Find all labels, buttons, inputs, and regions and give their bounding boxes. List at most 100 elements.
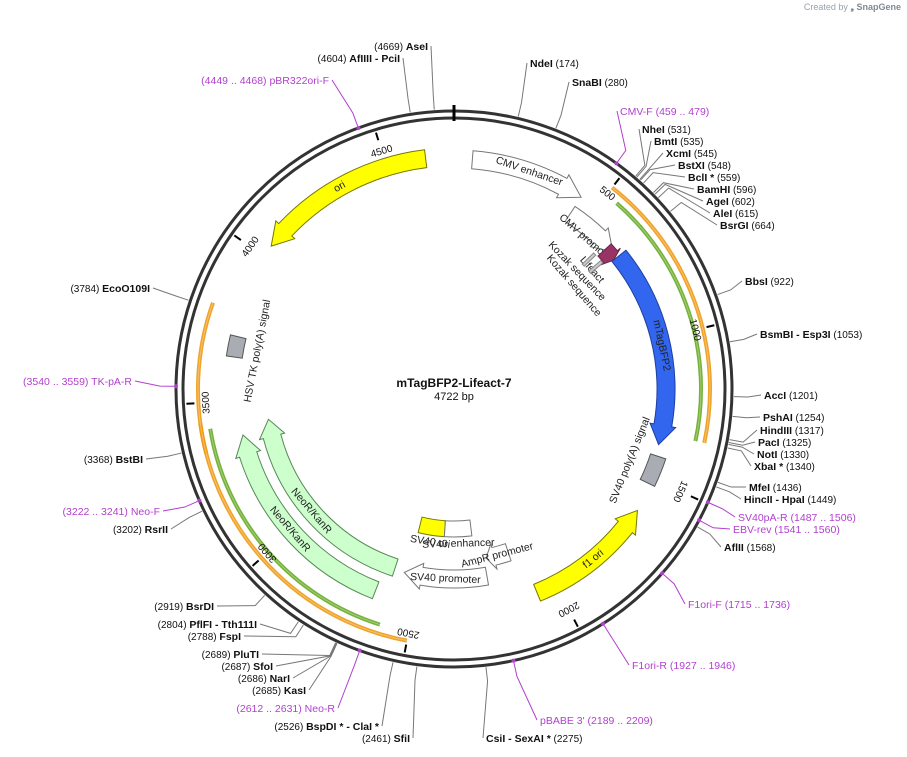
feature-cmv-promoter: [564, 205, 614, 253]
site-label-kasi: (2685) KasI: [252, 685, 306, 697]
tick-mark: [403, 644, 408, 653]
feature-sv40-poly-a-signal: [639, 453, 667, 488]
feature-sv40-ori: [417, 516, 446, 538]
primer-tick-f1ori-r: [600, 621, 605, 626]
feature-lifeact: [597, 243, 621, 266]
feature-sv40-promoter: [403, 562, 490, 591]
site-label-ndei: NdeI (174): [530, 58, 579, 70]
tick-mark: [573, 619, 579, 628]
feature-ori: [270, 149, 428, 247]
plasmid-name: mTagBFP2-Lifeact-7: [396, 376, 511, 390]
site-label-agei: AgeI (602): [706, 196, 755, 208]
site-label-rsrii: (3202) RsrII: [113, 524, 168, 536]
site-line-sfoi: [275, 642, 337, 667]
site-line-bmti: [636, 140, 652, 178]
tick-mark: [251, 559, 260, 567]
orf-bfp-green-hl: [616, 202, 702, 442]
tick-mark: [690, 495, 699, 501]
site-label-mfei: MfeI (1436): [749, 482, 802, 494]
feature-cmv-enhancer: [471, 150, 582, 199]
site-line-tk-pa-r: [134, 380, 175, 387]
site-line-csii: [482, 667, 489, 739]
site-label-f1ori-f: F1ori-F (1715 .. 1736): [688, 599, 790, 611]
site-line-acci: [733, 394, 762, 398]
site-label-pflfi: (2804) PflFI - Tth111I: [158, 619, 257, 631]
primer-tick-f1ori-f: [660, 571, 665, 576]
site-label-xcmi: XcmI (545): [666, 148, 717, 160]
orf-cmv-bfp: [610, 186, 712, 444]
site-label-pluti: (2689) PluTI: [202, 649, 259, 661]
site-line-bbsi: [717, 280, 743, 296]
site-label-bsrdi: (2919) BsrDI: [154, 601, 214, 613]
orf-neo-orange: [198, 423, 408, 643]
feature-label-hsv-tk-poly-a-signal: HSV TK poly(A) signal: [242, 299, 274, 404]
feature-neor-kanr: [258, 418, 399, 577]
credit-brand: SnapGene: [856, 2, 901, 12]
credit-prefix: Created by: [803, 2, 848, 12]
site-line-mfei: [717, 481, 747, 488]
site-label-tk-pa-r: (3540 .. 3559) TK-pA-R: [23, 376, 132, 388]
tick-mark: [375, 132, 380, 141]
primer-tick-ebv-rev: [697, 518, 702, 523]
site-line-ecoo109i: [152, 287, 189, 301]
site-label-bsmbi: BsmBI - Esp3I (1053): [760, 329, 862, 341]
site-line-aflii: [697, 526, 722, 548]
site-line-nari: [292, 643, 338, 679]
site-label-pshai: PshAI (1254): [763, 412, 824, 424]
site-label-hindiii: HindIII (1317): [760, 425, 824, 437]
primer-tick-sv40pa-r: [705, 500, 710, 505]
site-line-f1ori-f: [663, 574, 686, 605]
primer-tick-cmv-f: [614, 161, 619, 166]
feature-kozak-sequence-2: [587, 259, 604, 274]
site-line-bamhi: [653, 182, 695, 193]
site-label-pbr322ori-f: (4449 .. 4468) pBR322ori-F: [201, 75, 329, 87]
tick-label: 1500: [670, 479, 689, 504]
tick-label: 4000: [240, 234, 262, 259]
site-label-cmv-f: CMV-F (459 .. 479): [620, 106, 709, 118]
tick-mark: [706, 324, 715, 329]
primer-tick-tk-pa-r: [174, 384, 179, 389]
primer-tick-neo-f: [197, 498, 202, 503]
site-line-pbr322ori-f: [331, 79, 359, 127]
site-line-sfii: [412, 666, 418, 739]
snapgene-logo-icon: ❟: [850, 2, 854, 12]
site-line-paci: [728, 441, 756, 446]
primer-tick-pbr322ori-f: [356, 125, 361, 130]
site-line-fspi: [243, 624, 304, 638]
feature-ampr-promoter: [485, 541, 512, 571]
feature-kozak-sequence: [581, 252, 597, 267]
orf-tk: [196, 301, 215, 455]
site-line-bsrgi: [670, 201, 718, 226]
site-label-f1ori-r: F1ori-R (1927 .. 1946): [632, 660, 735, 672]
site-label-sfoi: (2687) SfoI: [221, 661, 273, 673]
site-label-pbabe-3: pBABE 3' (2189 .. 2209): [540, 715, 653, 727]
site-label-csii: CsiI - SexAI * (2275): [486, 733, 582, 745]
site-line-asei: [430, 45, 435, 110]
site-line-hindiii: [729, 429, 758, 443]
site-label-bstbi: (3368) BstBI: [84, 454, 143, 466]
feature-label-sv40-promoter: SV40 promoter: [410, 571, 482, 586]
site-label-hincii: HincII - HpaI (1449): [744, 494, 836, 506]
tick-label: 3500: [200, 391, 212, 414]
site-line-afiiii: [402, 57, 411, 113]
site-line-pshai: [732, 415, 761, 419]
site-line-pluti: [261, 642, 337, 656]
snapgene-credit: Created by ❟ SnapGene: [804, 2, 901, 13]
site-label-nhei: NheI (531): [642, 124, 691, 136]
site-line-bcli: [643, 172, 686, 184]
orf-cmv-bfp-hl: [611, 187, 711, 444]
site-line-neo-f: [162, 500, 198, 512]
tick-mark: [233, 234, 242, 241]
site-label-asei: (4669) AseI: [374, 41, 428, 53]
site-line-nhei: [635, 128, 646, 177]
site-line-bspdi: [381, 662, 394, 727]
site-label-snabi: SnaBI (280): [572, 77, 628, 89]
site-line-snabi: [555, 81, 570, 129]
site-label-bcli: BclI * (559): [688, 172, 740, 184]
site-line-f1ori-r: [603, 625, 630, 666]
feature-label-sv40-poly-a-signal: SV40 poly(A) signal: [607, 415, 653, 505]
site-label-fspi: (2788) FspI: [188, 631, 241, 643]
site-label-bmti: BmtI (535): [654, 136, 703, 148]
